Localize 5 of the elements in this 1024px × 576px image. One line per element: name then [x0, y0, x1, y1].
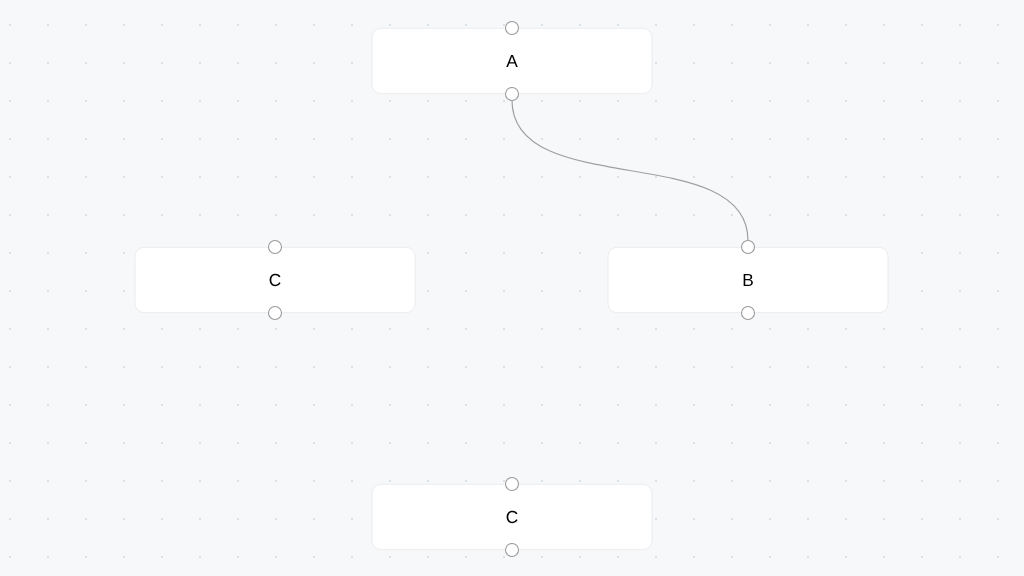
node-box: C	[134, 247, 416, 313]
node-box: A	[371, 28, 653, 94]
connector-line	[511, 99, 749, 242]
node-box: B	[607, 247, 889, 313]
node-box: C	[371, 484, 653, 550]
